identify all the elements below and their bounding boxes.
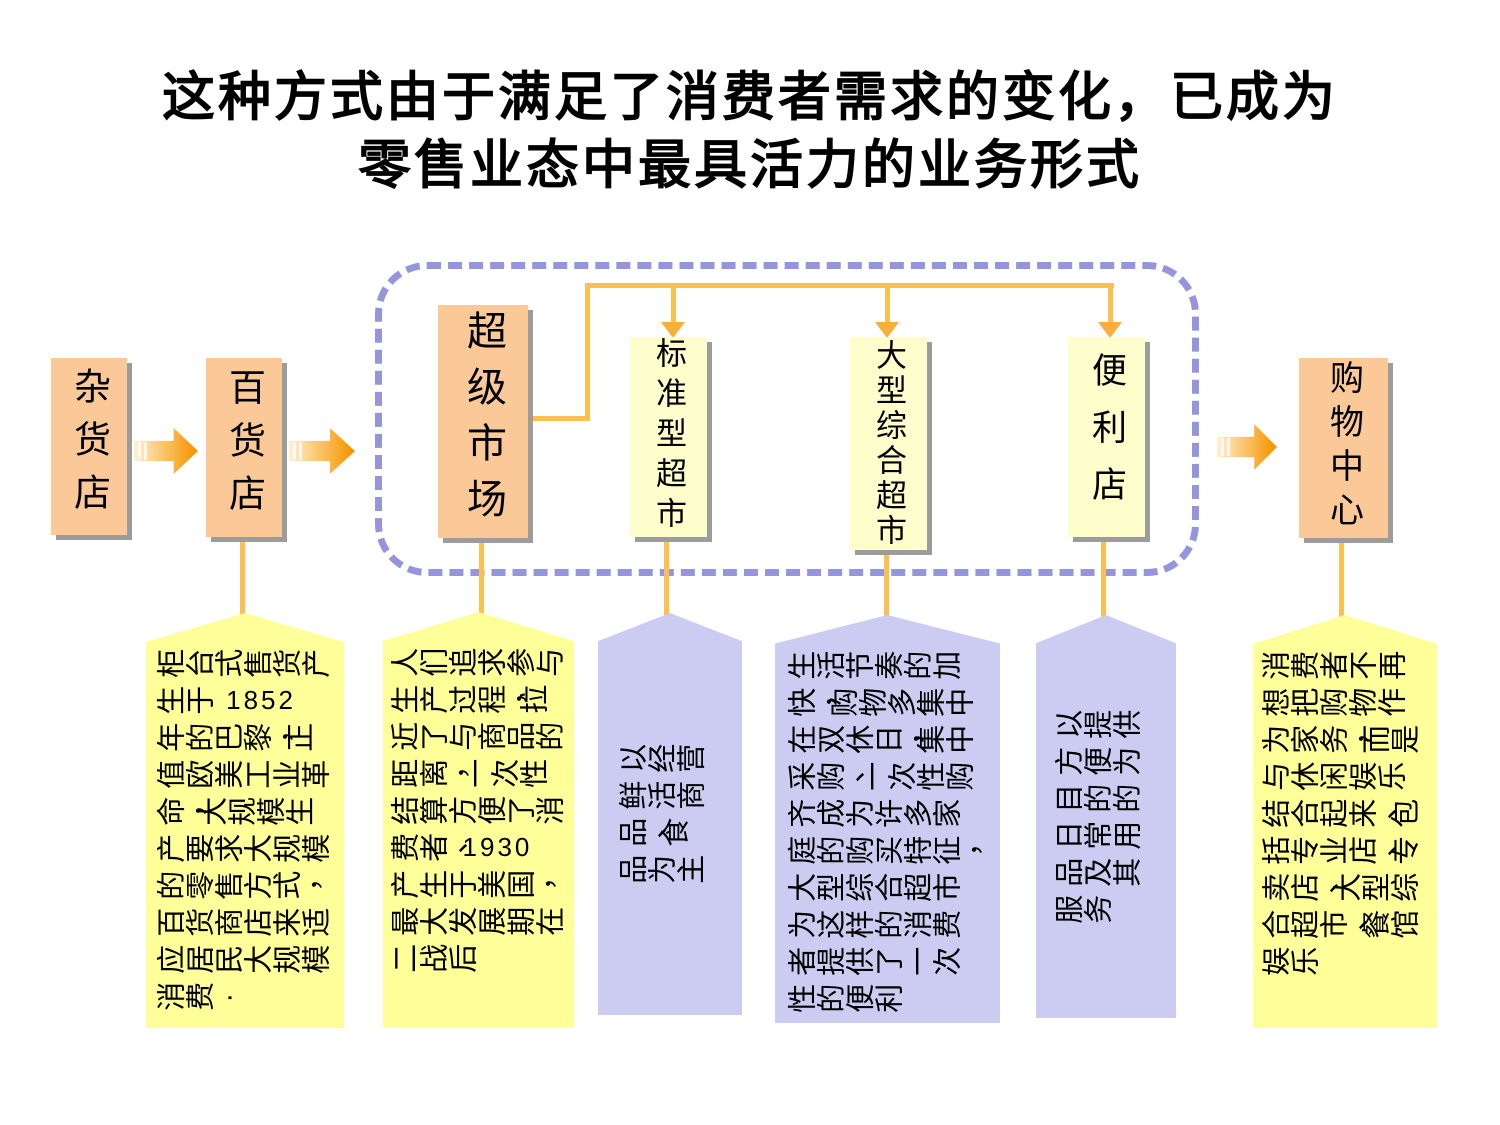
stem-hypermarket: [884, 550, 889, 650]
connector-drop-convenience-store: [1108, 286, 1113, 324]
banner-text: 消费者不再想把购物作为家务，而是与休闲娱乐结合起来、包括专业店、专卖店、大型综合…: [1261, 647, 1423, 976]
node-standard-supermarket: 标准型超市: [630, 337, 707, 537]
banner-text: 以提供方便为目的的日常用品及其服务: [1054, 706, 1145, 924]
arrowhead-standard-supermarket: [661, 322, 685, 338]
arrowhead-convenience-store: [1098, 322, 1122, 338]
arrow-tail-stripe: [138, 441, 141, 461]
stem-shopping-mall: [1339, 538, 1344, 658]
stem-convenience-store: [1101, 537, 1106, 657]
arrowhead-hypermarket: [875, 322, 899, 338]
stem-department-store: [240, 537, 245, 647]
banner-hypermarket: 生活节奏的加快，购物多集中在双休日，集中采购、一次性购齐成为许多家庭的购买特征，…: [775, 615, 1000, 1023]
connector-drop-standard-supermarket: [671, 286, 676, 324]
banner-standard-supermarket: 以经营鲜活商品、食品为主: [598, 613, 742, 1015]
connector-drop-hypermarket: [885, 286, 890, 324]
node-label: 购物中心: [1324, 360, 1363, 536]
flow-arrow-grocery-to-department: [134, 428, 198, 474]
node-label: 超级市场: [461, 309, 505, 534]
slide-title: 这种方式由于满足了消费者需求的变化，已成为 零售业态中最具活力的业务形式: [0, 64, 1500, 200]
node-label: 大型综合超市: [871, 338, 906, 549]
node-label: 标准型超市: [651, 337, 686, 537]
arrow-tail-stripe: [1227, 437, 1230, 457]
banner-text: 以经营鲜活商品、食品为主: [618, 740, 709, 884]
banner-supermarket: 人们追求参与生产过程，拉近了与商品的距离，一次性结算方便了消费者、1930产生于…: [383, 612, 574, 1027]
arrow-tail-stripe: [299, 441, 302, 461]
stem-standard-supermarket: [664, 537, 669, 652]
supermarket-group-outline: [375, 262, 1199, 576]
flow-arrow-department-to-supermarket-group: [289, 428, 355, 474]
flow-arrow-group-to-shopping-mall: [1217, 424, 1277, 470]
node-hypermarket: 大型综合超市: [850, 337, 927, 550]
node-department-store: 百货店: [206, 358, 282, 537]
stem-supermarket: [479, 538, 484, 652]
connector-top-bus: [585, 283, 1114, 288]
node-label: 百货店: [223, 368, 265, 527]
arrow-tail-stripe: [1221, 437, 1224, 457]
banner-text: 生活节奏的加快，购物多集中在双休日，集中采购、一次性购齐成为许多家庭的购买特征，…: [787, 647, 986, 1013]
title-line-1: 这种方式由于满足了消费者需求的变化，已成为: [162, 68, 1338, 127]
node-grocery-store: 杂货店: [51, 358, 127, 535]
node-label: 杂货店: [68, 367, 110, 526]
node-label: 便利店: [1087, 351, 1126, 523]
arrow-tail-stripe: [293, 441, 296, 461]
connector-elbow-vertical: [585, 283, 590, 421]
title-line-2: 零售业态中最具活力的业务形式: [358, 136, 1142, 195]
banner-convenience-store: 以提供方便为目的的日常用品及其服务: [1036, 615, 1176, 1018]
banner-shopping-mall: 消费者不再想把购物作为家务，而是与休闲娱乐结合起来、包括专业店、专卖店、大型综合…: [1253, 615, 1437, 1028]
node-convenience-store: 便利店: [1068, 337, 1145, 537]
banner-text: 人们追求参与生产过程，拉近了与商品的距离，一次性结算方便了消费者、1930产生于…: [389, 644, 567, 973]
node-supermarket: 超级市场: [438, 305, 528, 538]
node-shopping-mall: 购物中心: [1299, 358, 1388, 538]
connector-elbow-horizontal: [528, 416, 589, 421]
arrow-tail-stripe: [144, 441, 147, 461]
